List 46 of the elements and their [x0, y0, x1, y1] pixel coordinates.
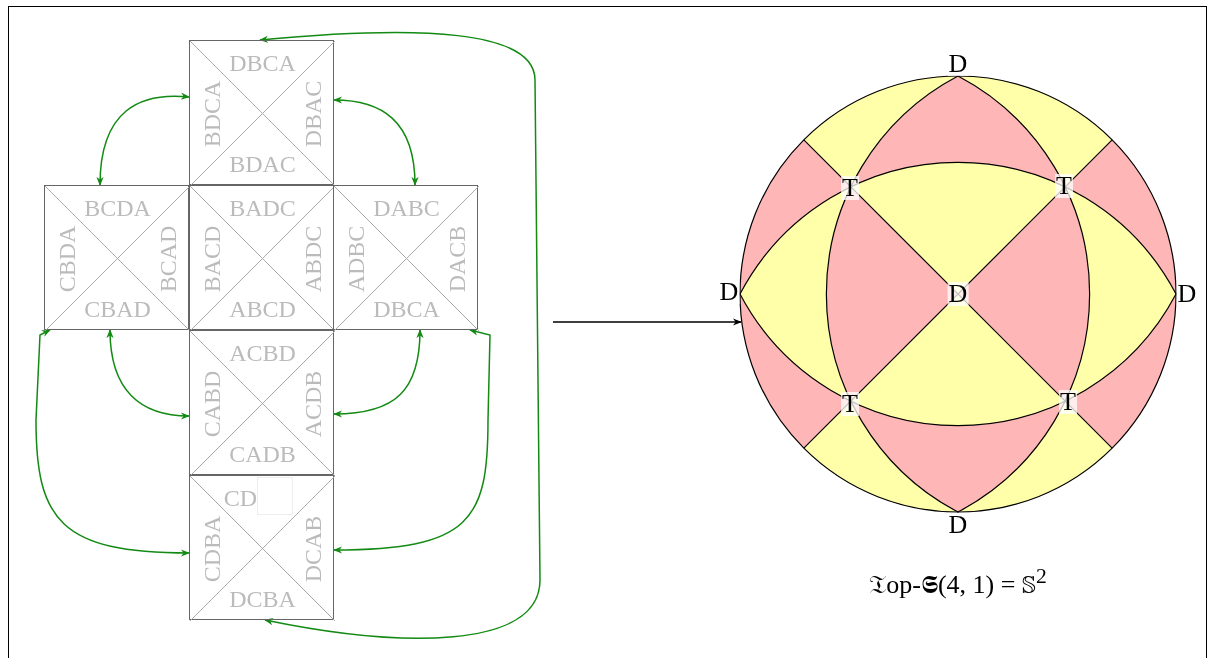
face-square [44, 185, 189, 330]
face-square [189, 40, 334, 185]
face-label: DACB [445, 225, 469, 292]
face-square [333, 185, 478, 330]
face-label: BCAD [156, 225, 180, 292]
sphere-drawing [740, 76, 1176, 512]
arrow [333, 329, 424, 418]
face-label: ADBC [344, 225, 368, 292]
face-label: CBAD [84, 297, 151, 321]
vertex-label: D [947, 52, 969, 76]
vertex-label: D [947, 282, 969, 306]
arrow [333, 328, 491, 554]
face-label: BDAC [229, 152, 296, 176]
arrow [106, 329, 190, 420]
face-label: CADB [229, 442, 296, 466]
face-label: ACDB [301, 370, 325, 437]
face-label: ABCD [229, 297, 296, 321]
face-label: DABC [373, 196, 440, 220]
face-label: DBCA [229, 51, 296, 75]
face-square [189, 185, 334, 330]
face-label: ABDC [301, 225, 325, 292]
face-label: BDCA [200, 80, 224, 147]
vertex-label: T [1055, 174, 1073, 198]
face-label: DCBA [229, 587, 296, 611]
vertex-label: T [841, 176, 859, 200]
face-square [189, 475, 334, 620]
arrow [259, 31, 541, 639]
face-label: BADC [229, 196, 296, 220]
face-label: CBDA [55, 225, 79, 292]
vertex-label: T [1059, 390, 1077, 414]
arrow [333, 96, 419, 186]
face-label: CD [223, 486, 258, 510]
caption: 𝔗op-𝕾(4, 1) = 𝕊$^{2}$ [869, 564, 1047, 600]
face-label: CDBA [200, 515, 224, 582]
arrow [35, 329, 190, 557]
face-square [189, 330, 334, 475]
vertex-label: T [841, 392, 859, 416]
face-label: BCDA [84, 196, 151, 220]
arrow [96, 92, 190, 186]
face-label: ACBD [229, 341, 296, 365]
arrow [552, 318, 742, 326]
face-label: DBAC [301, 80, 325, 147]
face-label: DBCA [373, 297, 440, 321]
face-label: BACD [200, 225, 224, 292]
face-label: CABD [200, 370, 224, 437]
face-label: DCAB [301, 515, 325, 582]
